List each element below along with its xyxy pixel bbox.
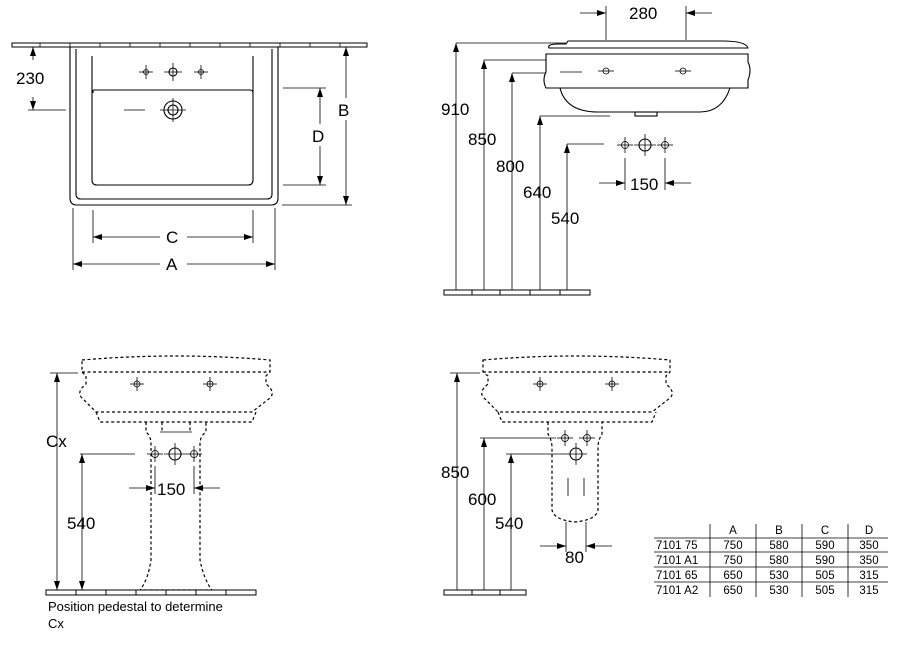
table-cell-b: 580 xyxy=(769,540,788,552)
semi-pedestal-dimension-lines xyxy=(450,372,612,590)
drain-hole xyxy=(124,98,186,122)
table-cell-model: 7101 75 xyxy=(656,540,698,552)
dimension-a xyxy=(72,208,276,270)
dimension-540-pedestal-label: 540 xyxy=(67,514,95,533)
table-cell-model: 7101 A1 xyxy=(656,555,698,567)
dimension-a-label: A xyxy=(166,255,178,274)
table-cell-c: 590 xyxy=(815,540,834,552)
table-cell-model: 7101 A2 xyxy=(656,585,698,597)
dimension-c xyxy=(92,210,254,243)
dimension-150-side xyxy=(599,158,691,190)
table-cell-d: 315 xyxy=(859,570,878,582)
dimension-table: A B C D 7101 75 750 580 590 350 7101 A1 … xyxy=(654,524,888,597)
basin-top-outline xyxy=(69,47,279,206)
side-view: 280 xyxy=(441,4,751,296)
dimension-850-label: 850 xyxy=(468,130,496,149)
dimension-b xyxy=(282,47,352,206)
table-header-a: A xyxy=(729,525,737,537)
table-cell-d: 350 xyxy=(859,555,878,567)
table-cell-c: 505 xyxy=(815,570,834,582)
semi-pedestal-floor-plates xyxy=(443,589,527,596)
wall-connection-symbols xyxy=(617,134,673,156)
dimension-910-label: 910 xyxy=(441,100,469,119)
pedestal-note-line2: Cx xyxy=(48,616,64,631)
semi-pedestal-body xyxy=(547,422,603,523)
table-header-d: D xyxy=(865,525,873,537)
semi-pedestal-basin-outline xyxy=(481,355,673,423)
table-cell-c: 590 xyxy=(815,555,834,567)
side-floor-plates xyxy=(443,289,591,296)
table-cell-b: 580 xyxy=(769,555,788,567)
dimension-640-label: 640 xyxy=(523,183,551,202)
pedestal-floor-plates xyxy=(45,589,257,596)
dimension-280-label: 280 xyxy=(629,4,657,23)
wall-strip xyxy=(11,42,368,48)
dimension-540-semi-label: 540 xyxy=(495,514,523,533)
pedestal-basin-outline xyxy=(79,355,273,423)
table-cell-a: 750 xyxy=(723,540,742,552)
dimension-230 xyxy=(28,47,66,111)
dimension-230-label: 230 xyxy=(16,69,44,88)
pedestal-note-line1: Position pedestal to determine xyxy=(48,599,223,614)
table-cell-b: 530 xyxy=(769,570,788,582)
table-cell-d: 315 xyxy=(859,585,878,597)
table-cell-b: 530 xyxy=(769,585,788,597)
dimension-600-semi-label: 600 xyxy=(468,490,496,509)
dimension-150-side-label: 150 xyxy=(630,175,658,194)
table-cell-d: 350 xyxy=(859,540,878,552)
dimension-cx-label: Cx xyxy=(46,432,67,451)
table-row: 7101 A1 750 580 590 350 xyxy=(656,555,879,567)
front-view-pedestal: Cx 540 150 Position pedestal to determin… xyxy=(45,355,273,631)
table-cell-model: 7101 65 xyxy=(656,570,698,582)
dimension-80-semi-label: 80 xyxy=(565,548,584,567)
pedestal-outlets xyxy=(147,443,202,465)
table-cell-a: 650 xyxy=(723,570,742,582)
dimension-800-label: 800 xyxy=(496,157,524,176)
dimension-c-label: C xyxy=(166,228,178,247)
dimension-b-label: B xyxy=(338,101,349,120)
pedestal-column xyxy=(138,422,214,591)
basin-side-profile xyxy=(543,40,751,117)
front-view-semi-pedestal: 850 600 540 80 xyxy=(441,355,673,596)
table-cell-a: 650 xyxy=(723,585,742,597)
table-cell-a: 750 xyxy=(723,555,742,567)
top-view: 230 D B C xyxy=(11,42,368,274)
dimension-540-label: 540 xyxy=(551,209,579,228)
dimension-850-semi-label: 850 xyxy=(441,463,469,482)
dimension-150-pedestal-label: 150 xyxy=(157,480,185,499)
table-row: 7101 65 650 530 505 315 xyxy=(656,570,879,582)
table-row: 7101 A2 650 530 505 315 xyxy=(656,585,879,597)
table-cell-c: 505 xyxy=(815,585,834,597)
dimension-d xyxy=(283,87,326,186)
dimension-d-label: D xyxy=(312,127,324,146)
semi-pedestal-outlets xyxy=(557,430,595,465)
pedestal-dimension-lines xyxy=(50,372,220,590)
side-dimension-lines xyxy=(453,42,610,290)
dimension-280 xyxy=(580,6,712,40)
table-header-b: B xyxy=(775,525,783,537)
table-row: 7101 75 750 580 590 350 xyxy=(656,540,879,552)
table-header-c: C xyxy=(821,525,829,537)
tap-holes xyxy=(139,63,208,81)
dimension-table-grid xyxy=(654,524,888,597)
